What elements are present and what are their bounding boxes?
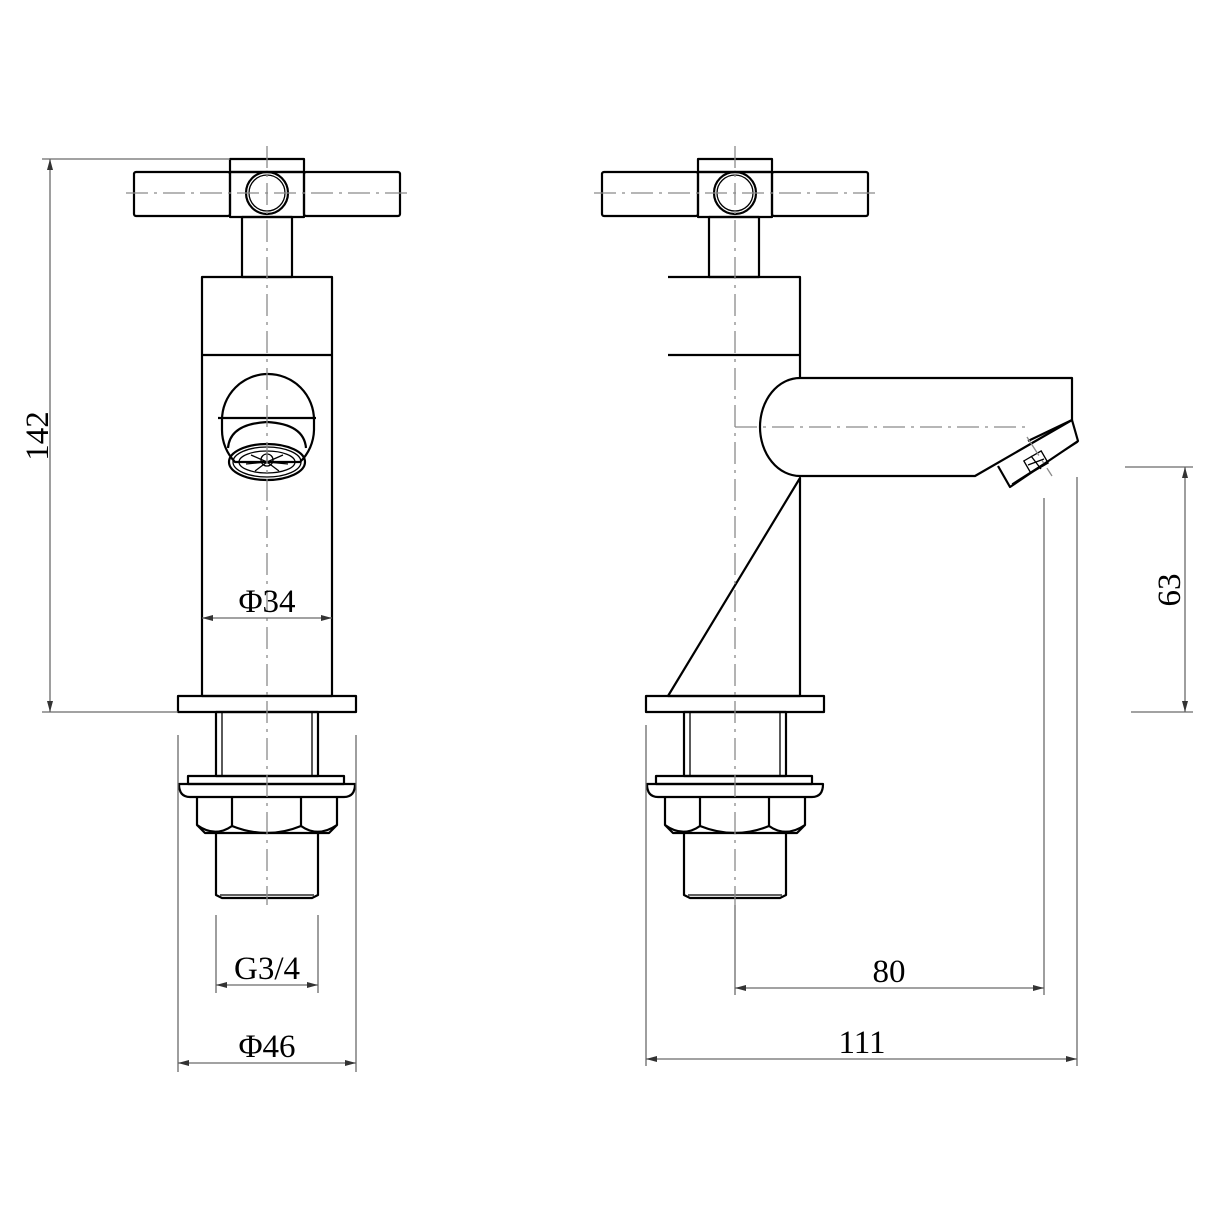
- tap-body-side: [666, 275, 802, 698]
- dimension-body-diameter: Φ34: [202, 584, 332, 621]
- dim-label-63: 63: [1152, 574, 1188, 607]
- dimension-63: 63: [1125, 466, 1193, 713]
- handle-stem-side: [707, 215, 761, 279]
- dimension-111: 111: [645, 477, 1078, 1066]
- spout-outlet-front: [218, 372, 316, 482]
- side-view: [594, 146, 1080, 905]
- dim-label-phi46: Φ46: [238, 1029, 295, 1065]
- dim-label-80: 80: [873, 954, 906, 990]
- dim-label-142: 142: [20, 411, 56, 461]
- dimension-thread: G3/4: [215, 915, 319, 993]
- dim-label-111: 111: [838, 1025, 885, 1061]
- dim-label-phi34: Φ34: [238, 584, 295, 620]
- dimension-80: 80: [734, 498, 1045, 995]
- dimension-142: 142: [20, 158, 230, 713]
- dimension-base-diameter: Φ46: [177, 735, 357, 1072]
- dim-label-g34: G3/4: [234, 951, 300, 987]
- spout: [758, 376, 1080, 489]
- front-view: [126, 146, 410, 905]
